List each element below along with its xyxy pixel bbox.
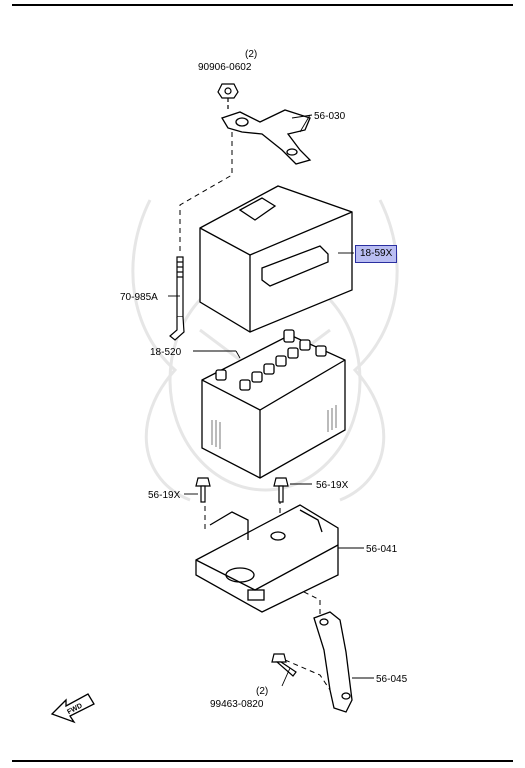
clamp-icon[interactable] xyxy=(221,109,312,165)
label-bolt-right: 56-19X xyxy=(316,480,349,491)
label-bolt-bottom: 99463-0820 xyxy=(210,699,264,710)
top-border xyxy=(12,4,513,6)
battery-cover-icon[interactable] xyxy=(199,185,353,333)
nut-top-icon[interactable] xyxy=(217,83,239,110)
bracket-icon[interactable] xyxy=(313,611,353,713)
label-nut-top: 90906-0602 xyxy=(198,62,252,73)
battery-tray-icon[interactable] xyxy=(195,504,339,613)
label-bolt-left: 56-19X xyxy=(148,490,181,501)
label-bracket: 56-045 xyxy=(376,674,408,685)
qty-bolt-bottom: (2) xyxy=(256,686,268,697)
bolt-bottom-icon[interactable] xyxy=(271,653,297,677)
qty-nut-top: (2) xyxy=(245,49,257,60)
label-hold-rod: 70-985A xyxy=(120,292,158,303)
hold-rod-icon[interactable] xyxy=(169,256,185,341)
label-battery-cover-highlight[interactable]: 18-59X xyxy=(355,245,398,263)
bolt-right-icon[interactable] xyxy=(273,477,289,503)
fwd-arrow-icon xyxy=(50,693,95,724)
label-leaders xyxy=(168,114,374,687)
bolt-left-icon[interactable] xyxy=(195,477,211,503)
label-battery: 18-520 xyxy=(150,347,182,358)
battery-icon[interactable] xyxy=(201,329,346,479)
bottom-border xyxy=(12,760,513,762)
label-tray: 56-041 xyxy=(366,544,398,555)
label-clamp: 56-030 xyxy=(314,111,346,122)
